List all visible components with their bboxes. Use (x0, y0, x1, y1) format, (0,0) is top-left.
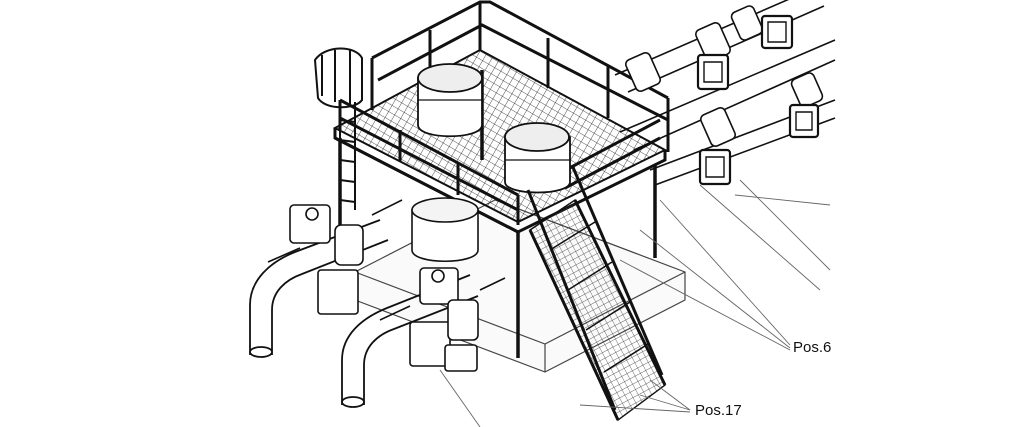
flange-valves (625, 5, 824, 148)
callout-pos6-label: Pos.6 (793, 339, 832, 356)
actuator-dome-left (417, 63, 483, 138)
callout-leaders (439, 179, 831, 427)
valve-assembly-left (267, 199, 403, 315)
actuator-boxes (696, 14, 820, 186)
valve-assembly-right (379, 267, 506, 372)
vessel (411, 197, 479, 263)
actuator-dome-right (504, 122, 571, 194)
stair (526, 164, 667, 422)
access-ladder (313, 47, 363, 210)
pipe-elbow-left (249, 219, 389, 358)
callout-pos17-label: Pos.17 (695, 402, 742, 419)
pipe-elbow-right (341, 274, 479, 408)
